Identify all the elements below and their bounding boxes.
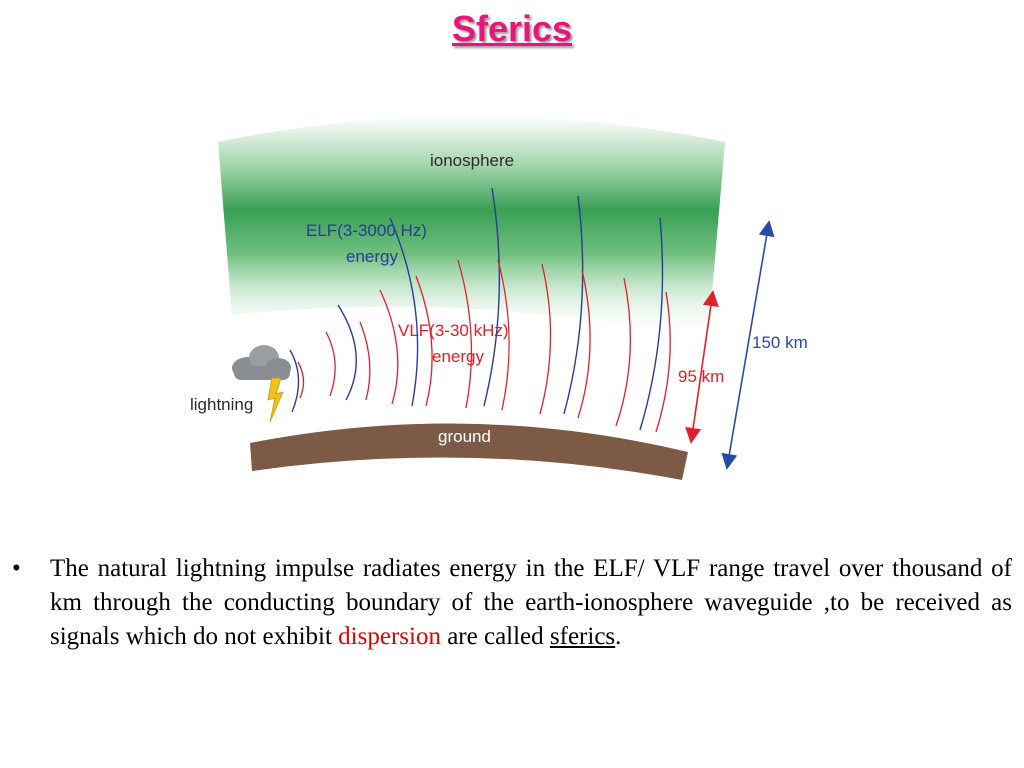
- sferics-diagram: ionosphere ELF(3-3000 Hz) energy VLF(3-3…: [190, 116, 808, 480]
- elf-energy-label: energy: [346, 247, 398, 266]
- height-95-label: 95 km: [678, 367, 724, 386]
- vlf-wavefront: [497, 259, 510, 411]
- vlf-wavefront: [577, 269, 591, 419]
- vlf-wavefront: [457, 259, 473, 409]
- vlf-wavefront: [325, 331, 336, 397]
- elf-label: ELF(3-3000 Hz): [306, 221, 427, 240]
- ionosphere-band: [218, 116, 725, 340]
- bullet-text: The natural lightning impulse radiates e…: [50, 552, 1012, 654]
- height-150-arrow: [721, 220, 775, 470]
- elf-wavefront: [337, 304, 357, 401]
- dispersion-term: dispersion: [338, 623, 441, 650]
- height-150-label: 150 km: [752, 333, 808, 352]
- bullet-marker: •: [12, 555, 21, 582]
- elf-wavefront: [639, 217, 664, 431]
- vlf-wavefront: [415, 275, 433, 407]
- lightning-label: lightning: [190, 395, 253, 414]
- sferics-term[interactable]: sferics: [549, 623, 616, 650]
- vlf-energy-label: energy: [432, 347, 484, 366]
- elf-wavefront: [289, 349, 300, 413]
- bullet-text-before: The natural lightning impulse radiates e…: [50, 555, 1012, 650]
- vlf-wavefront: [379, 289, 399, 405]
- bullet-item: • The natural lightning impulse radiates…: [12, 552, 1012, 654]
- slide-title: Sferics: [451, 8, 573, 49]
- ground-label: ground: [438, 427, 491, 446]
- ionosphere-label: ionosphere: [430, 151, 514, 170]
- bullet-text-after: .: [615, 623, 622, 650]
- ground-band: [250, 423, 688, 480]
- vlf-wavefront: [359, 321, 371, 401]
- vlf-wavefront: [297, 361, 305, 399]
- elf-wavefronts: [289, 187, 664, 431]
- elf-wavefront: [563, 195, 584, 415]
- elf-wavefront: [483, 187, 501, 407]
- lightning-icon: [232, 345, 291, 423]
- height-95-arrow: [685, 290, 719, 444]
- vlf-wavefront: [539, 263, 552, 415]
- vlf-wavefronts: [297, 259, 671, 433]
- bullet-text-middle: are called: [440, 623, 550, 650]
- elf-wavefront: [389, 217, 419, 407]
- vlf-wavefront: [615, 277, 632, 427]
- vlf-label: VLF(3-30 kHz): [398, 321, 509, 340]
- vlf-wavefront: [655, 291, 671, 433]
